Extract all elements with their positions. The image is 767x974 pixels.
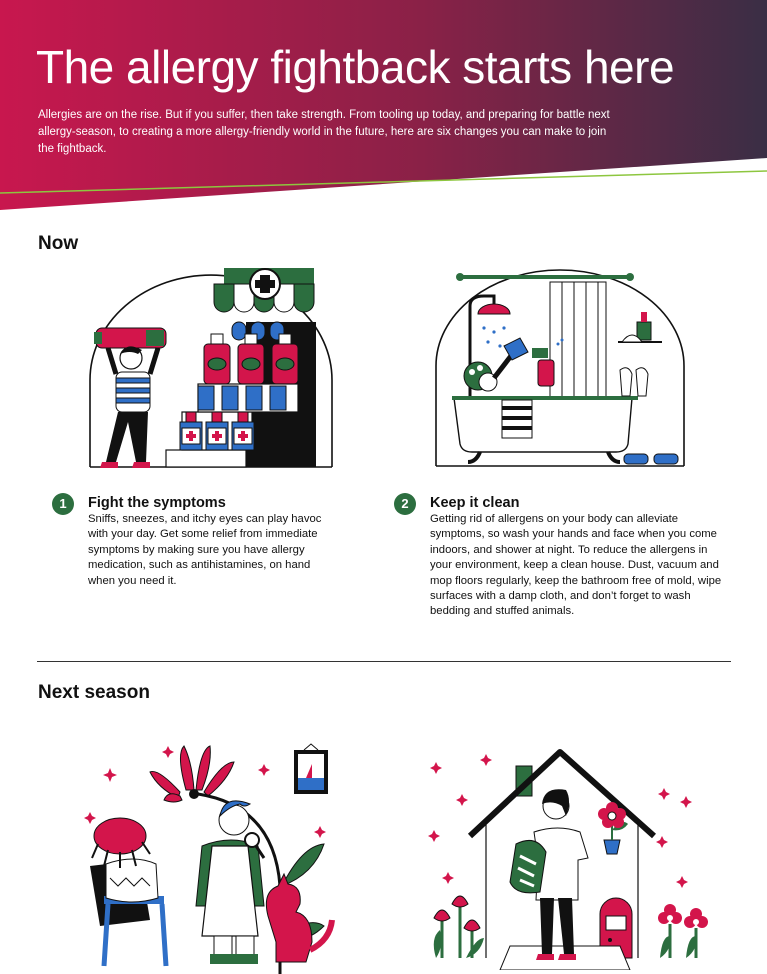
step-number-badge: 2 bbox=[394, 493, 416, 515]
hero-banner: The allergy fightback starts here Allerg… bbox=[0, 0, 767, 215]
section-divider bbox=[37, 661, 731, 662]
page-title: The allergy fightback starts here bbox=[36, 41, 675, 93]
pharmacy-illustration bbox=[86, 262, 336, 472]
accent-line bbox=[0, 170, 767, 194]
step-body: Getting rid of allergens on your body ca… bbox=[430, 513, 722, 618]
gardener-illustration bbox=[84, 736, 354, 974]
step-1: 1 Fight the symptoms Sniffs, sneezes, an… bbox=[52, 493, 352, 593]
intro-text: Allergies are on the rise. But if you su… bbox=[38, 109, 610, 155]
house-illustration bbox=[420, 748, 710, 970]
bathroom-illustration bbox=[432, 266, 688, 472]
step-2: 2 Keep it clean Getting rid of allergens… bbox=[394, 493, 734, 633]
step-body: Sniffs, sneezes, and itchy eyes can play… bbox=[88, 513, 322, 587]
hero-background bbox=[0, 0, 767, 210]
step-title: Fight the symptoms bbox=[88, 495, 226, 511]
section-heading-next-season: Next season bbox=[38, 682, 150, 703]
step-title: Keep it clean bbox=[430, 495, 520, 511]
section-heading-now: Now bbox=[38, 233, 79, 254]
step-number-badge: 1 bbox=[52, 493, 74, 515]
